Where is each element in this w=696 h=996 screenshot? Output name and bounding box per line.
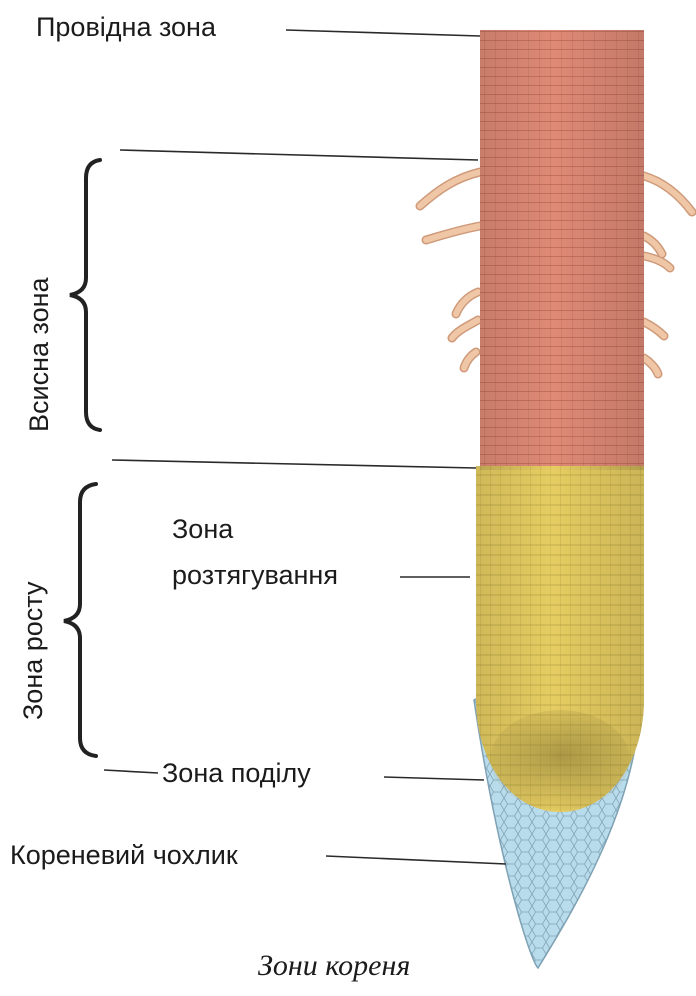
leader-lines bbox=[104, 30, 506, 864]
leader-line-absorption-top bbox=[120, 150, 478, 160]
label-conducting-zone: Провідна зона bbox=[36, 12, 216, 42]
label-growth-zone: Зона росту bbox=[18, 582, 48, 720]
label-elongation-zone-line1: Зона bbox=[172, 514, 233, 544]
label-root-cap: Кореневий чохлик bbox=[10, 840, 238, 870]
braces bbox=[64, 160, 100, 756]
leader-line-division-right bbox=[384, 777, 484, 780]
leader-line-division bbox=[104, 770, 158, 773]
brace-growth bbox=[64, 484, 96, 756]
leader-line-root-cap bbox=[326, 856, 506, 864]
leader-line-conducting bbox=[286, 30, 480, 36]
brace-absorption bbox=[70, 160, 100, 430]
label-division-zone: Зона поділу bbox=[162, 758, 311, 788]
label-absorption-zone: Всисна зона bbox=[24, 277, 54, 432]
figure-caption: Зони кореня bbox=[258, 950, 410, 982]
label-elongation-zone-line2: розтягування bbox=[172, 560, 338, 590]
leader-line-absorption-bottom bbox=[112, 460, 476, 468]
